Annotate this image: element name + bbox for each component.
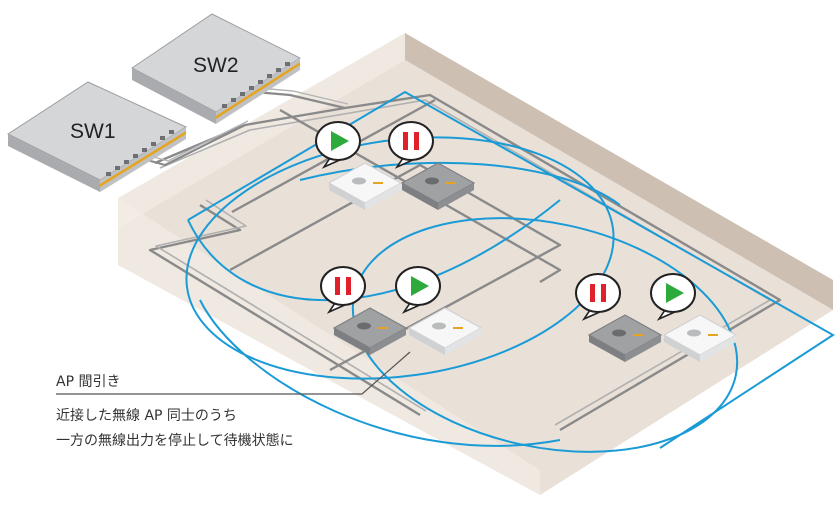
back-wall xyxy=(118,33,405,228)
coverage-arc-3 xyxy=(299,161,621,206)
status-bubble-6 xyxy=(650,273,696,321)
status-bubble-5 xyxy=(575,273,621,321)
side-wall xyxy=(405,33,833,310)
pause-icon xyxy=(403,132,419,150)
switch-sw1: SW1 xyxy=(6,81,188,192)
play-icon xyxy=(666,283,684,303)
switch-sw1-label: SW1 xyxy=(70,120,116,143)
caption-title: AP 間引き xyxy=(56,374,121,390)
caption-description-line-1: 近接した無線 AP 同士のうち xyxy=(56,408,237,424)
floor-front xyxy=(118,198,540,495)
access-point-4 xyxy=(407,307,483,355)
access-point-2 xyxy=(400,162,476,210)
play-icon xyxy=(331,131,349,151)
room xyxy=(118,33,833,495)
access-point-5 xyxy=(587,314,663,362)
sw2-ports xyxy=(222,62,290,108)
access-point-6 xyxy=(662,314,738,362)
coverage-ellipse-1 xyxy=(185,136,615,380)
sw1-ports xyxy=(106,130,174,176)
pause-icon xyxy=(590,284,606,302)
coverage-arc-2 xyxy=(199,299,561,447)
pause-icon xyxy=(335,277,351,295)
status-bubble-3 xyxy=(320,266,366,314)
status-bubble-1 xyxy=(315,121,361,169)
status-bubble-2 xyxy=(388,121,434,169)
access-point-1 xyxy=(327,162,403,210)
caption-leader xyxy=(56,351,411,395)
status-bubble-4 xyxy=(395,266,441,314)
switch-sw2-label: SW2 xyxy=(193,54,239,77)
play-icon xyxy=(411,276,429,296)
floor xyxy=(118,60,833,495)
caption-description-line-2: 一方の無線出力を停止して待機状態に xyxy=(56,433,294,449)
coverage-outline-back xyxy=(187,90,835,449)
switch-sw2: SW2 xyxy=(131,13,302,124)
access-points xyxy=(315,121,738,362)
access-point-3 xyxy=(332,307,408,355)
